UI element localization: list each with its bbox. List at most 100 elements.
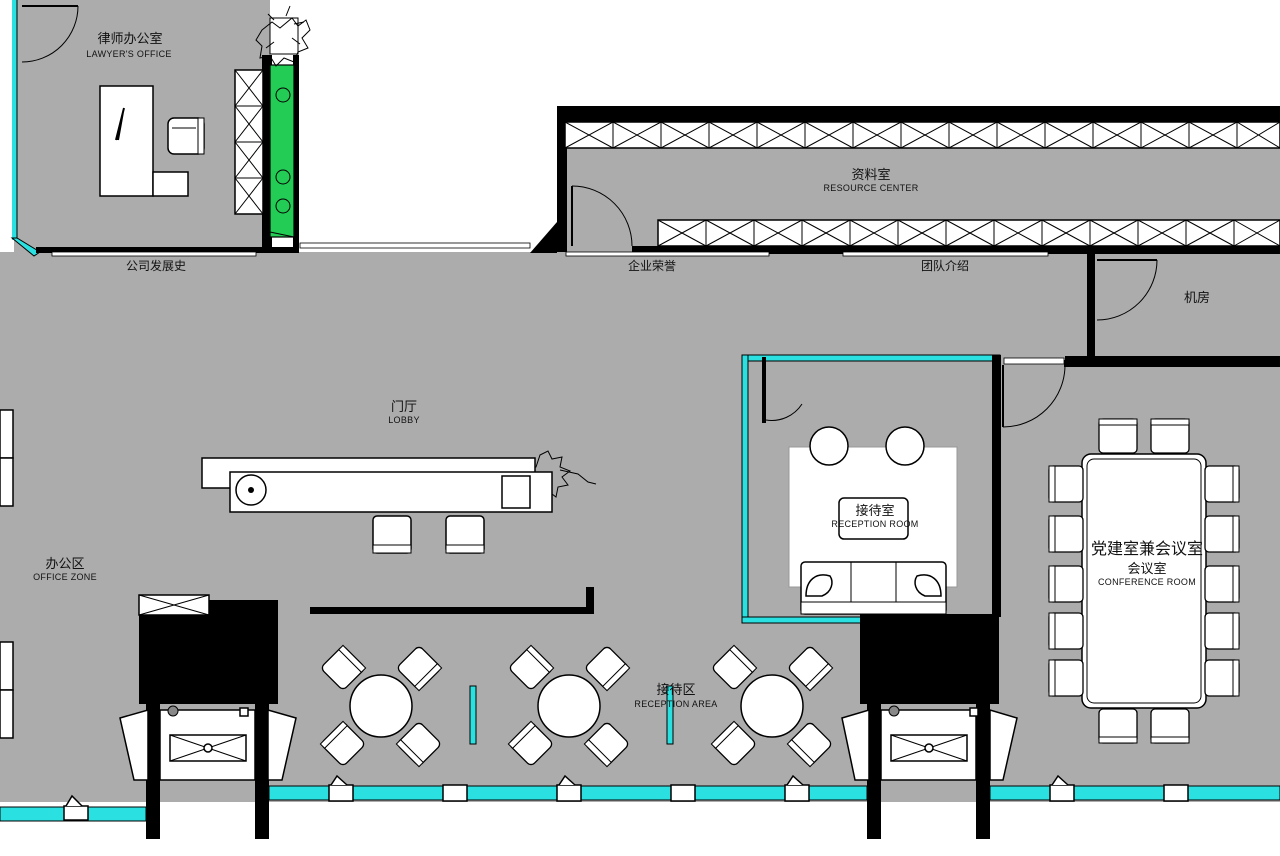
west-panel-3 — [0, 641, 14, 691]
cafe-chair — [397, 646, 443, 692]
resource-center-title: 资料室 — [851, 167, 890, 183]
display-history: 公司发展史 — [126, 258, 186, 273]
reception-stool-1 — [809, 426, 849, 466]
display-honors: 企业荣誉 — [628, 258, 676, 273]
conference-chair — [1150, 708, 1190, 744]
pier-1 — [146, 704, 160, 839]
lawyer-cabinet — [234, 69, 264, 215]
lawyer-furniture — [99, 64, 295, 238]
display-team: 团队介绍 — [921, 258, 969, 273]
reception-room-label-box — [838, 497, 909, 540]
pier-4 — [976, 704, 990, 839]
conference-chair — [1048, 612, 1084, 650]
conference-chair — [1048, 515, 1084, 553]
lobby-furniture — [138, 457, 553, 616]
reception-inner-post — [762, 357, 766, 423]
cafe-table-set — [710, 644, 834, 768]
mullions — [63, 774, 1189, 821]
counter-stool-2 — [445, 515, 485, 554]
column-right — [860, 614, 999, 704]
cafe-chair — [583, 722, 629, 768]
conference-door-swing — [1002, 364, 1066, 428]
cafe-chair — [786, 722, 832, 768]
lawyer-chair — [167, 117, 205, 155]
conference-furniture — [1048, 418, 1240, 744]
server-room-title: 机房 — [1184, 290, 1210, 306]
lawyer-bottom-wall — [36, 247, 298, 253]
lobby-partition — [310, 607, 594, 614]
resource-left-wall — [557, 106, 567, 252]
counter-planter — [501, 475, 531, 509]
facade-glass-3 — [989, 785, 1280, 801]
conference-chair — [1150, 418, 1190, 454]
conference-chair — [1204, 465, 1240, 503]
reception-counter-front — [229, 471, 553, 513]
reception-room-furniture — [788, 426, 958, 615]
conference-chairs — [1048, 418, 1240, 744]
conference-subtitle: CONFERENCE ROOM — [1098, 577, 1196, 587]
print-station — [138, 594, 210, 616]
cafe-tables — [319, 644, 834, 768]
conference-chair — [1204, 515, 1240, 553]
conference-chair — [1204, 659, 1240, 697]
resource-center-subtitle: RESOURCE CENTER — [823, 183, 918, 193]
pier-3 — [867, 704, 881, 839]
planter-right-wall — [293, 55, 299, 253]
lawyer-door-swing — [21, 5, 79, 63]
office-zone-title: 办公区 — [45, 557, 84, 572]
lawyer-right-wall — [262, 55, 272, 253]
reception-area-subtitle: RECEPTION AREA — [634, 699, 717, 709]
cafe-table — [349, 674, 413, 738]
openings — [51, 242, 1065, 365]
cafe-table-set — [319, 644, 443, 768]
shelf-row — [564, 121, 1280, 149]
reception-top-wall — [744, 354, 1001, 362]
resource-shelves — [564, 121, 1280, 247]
reception-stool-2 — [885, 426, 925, 466]
counter-stool-1 — [372, 515, 412, 554]
west-panel-1 — [0, 409, 14, 459]
conference-top-wall — [1064, 360, 1280, 367]
column-details — [119, 705, 1018, 781]
plant-top — [255, 5, 311, 67]
reception-door-swing — [765, 403, 803, 421]
cafe-table-set — [507, 644, 631, 768]
bottom-strip — [0, 802, 1280, 856]
conference-chair — [1048, 565, 1084, 603]
lawyer-office-subtitle: LAWYER'S OFFICE — [86, 49, 171, 59]
planter-box — [269, 64, 295, 238]
column-left — [139, 612, 278, 704]
cafe-chair — [321, 644, 367, 690]
resource-door-swing — [571, 185, 633, 247]
cafe-table — [740, 674, 804, 738]
cafe-chair — [585, 646, 631, 692]
reception-right-wall — [992, 355, 1001, 617]
reception-room-subtitle: RECEPTION ROOM — [831, 519, 918, 529]
resource-corner — [530, 222, 557, 253]
pier-2 — [255, 704, 269, 839]
cafe-chair — [395, 722, 441, 768]
lawyer-desk-return — [152, 171, 189, 197]
lawyer-desk — [99, 85, 154, 197]
lobby-subtitle: LOBBY — [388, 415, 420, 425]
server-door-swing — [1096, 259, 1158, 321]
conference-title: 会议室 — [1127, 561, 1166, 577]
server-left-wall — [1087, 254, 1095, 358]
resource-top-wall — [557, 106, 1280, 122]
lawyer-office-title: 律师办公室 — [97, 31, 162, 47]
resource-bottom-wall — [632, 246, 1280, 254]
reception-area-title: 接待区 — [656, 682, 695, 698]
cafe-chair — [507, 720, 553, 766]
cafe-table — [537, 674, 601, 738]
glass-fin-2 — [666, 685, 674, 745]
reception-room-title: 接待室 — [855, 503, 894, 519]
reception-left-wall — [741, 354, 749, 624]
reception-bottom-wall — [741, 616, 863, 624]
labels: 律师办公室 LAWYER'S OFFICE 资料室 RESOURCE CENTE… — [33, 31, 1210, 709]
conference-chair — [1098, 418, 1138, 454]
lawyer-glass-wall — [12, 0, 17, 240]
west-panel-2 — [0, 457, 14, 507]
cafe-chair — [710, 720, 756, 766]
